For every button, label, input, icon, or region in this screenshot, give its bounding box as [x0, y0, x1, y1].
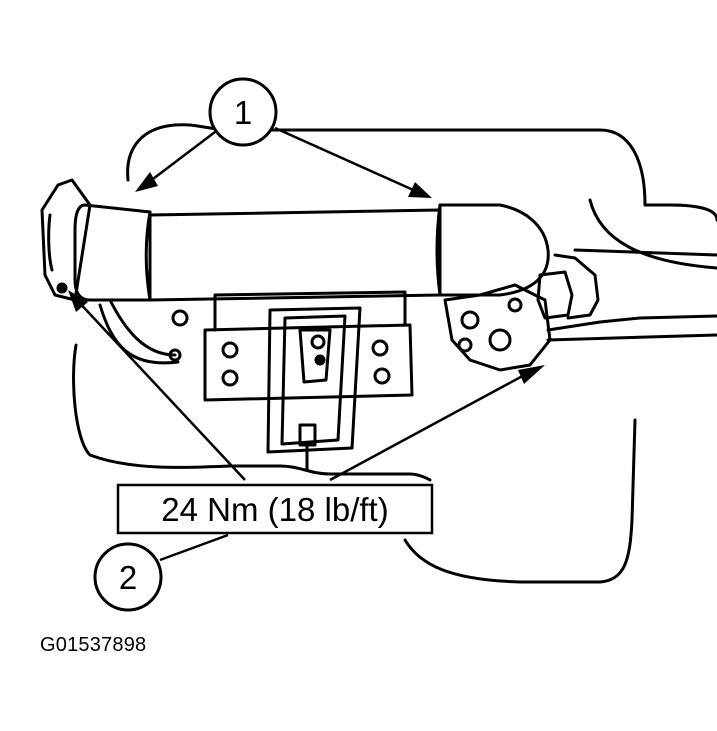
tube-body [148, 208, 442, 302]
background-outline [126, 123, 717, 270]
tube-seam-right [435, 203, 442, 297]
tube-left-cap [73, 203, 152, 302]
callout-1: 1 [135, 77, 432, 198]
left-flange [40, 178, 92, 302]
callout-2: 2 [93, 533, 229, 612]
left-line [98, 298, 180, 365]
right-line [546, 314, 717, 342]
callout-1-label: 1 [234, 94, 252, 131]
torque-label: 24 Nm (18 lb/ft) [68, 290, 545, 535]
center-mount [266, 306, 362, 454]
right-nut [536, 253, 600, 320]
bracket-inner [213, 290, 407, 332]
torque-spec: 24 Nm (18 lb/ft) [161, 491, 388, 528]
bracket-plate [203, 323, 414, 402]
figure-id: G01537898 [40, 634, 147, 656]
tube-right-cap [438, 203, 550, 297]
center-mount-pin [298, 423, 317, 472]
lower-outline [72, 343, 637, 584]
tube-seam-left [144, 210, 152, 302]
callout-2-label: 2 [119, 559, 137, 596]
right-bracket [443, 283, 552, 372]
